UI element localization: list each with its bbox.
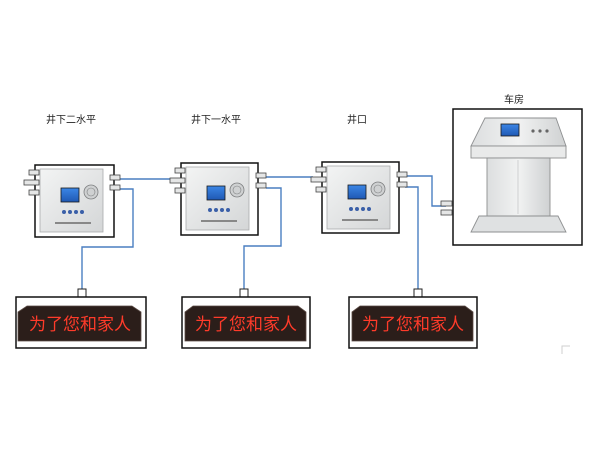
console-body bbox=[486, 157, 551, 217]
led-panel bbox=[351, 305, 474, 342]
display-screen bbox=[347, 184, 367, 200]
keypad bbox=[349, 207, 371, 211]
led-panel bbox=[17, 305, 142, 342]
connector bbox=[255, 182, 267, 189]
connector bbox=[28, 169, 40, 176]
connector bbox=[255, 172, 267, 179]
connector bbox=[440, 209, 453, 216]
label-level2: 井下二水平 bbox=[46, 115, 96, 126]
display-screen bbox=[60, 187, 80, 203]
connector bbox=[396, 181, 408, 188]
console-base bbox=[470, 215, 567, 233]
hoist-room-console bbox=[440, 108, 583, 246]
connector bbox=[310, 176, 327, 183]
label-level1: 井下一水平 bbox=[191, 115, 241, 126]
wire-c2-led2 bbox=[243, 187, 282, 289]
connector bbox=[174, 187, 186, 194]
wires bbox=[81, 175, 446, 289]
led-board-3: 为了您和家人 bbox=[348, 288, 478, 349]
connector bbox=[23, 179, 40, 186]
connector bbox=[315, 186, 327, 193]
connector bbox=[315, 166, 327, 173]
connector bbox=[109, 184, 121, 191]
label-shaft: 井口 bbox=[347, 115, 367, 126]
controller-level2 bbox=[23, 164, 121, 238]
speaker-icon bbox=[83, 184, 99, 200]
connector bbox=[396, 171, 408, 178]
speaker-icon bbox=[229, 182, 245, 198]
led-message: 为了您和家人 bbox=[195, 315, 297, 335]
label-hoist-room: 车房 bbox=[504, 95, 524, 106]
display-screen bbox=[206, 185, 226, 201]
speaker-icon bbox=[370, 181, 386, 197]
wire-c3-led3 bbox=[405, 186, 419, 289]
led-board-2: 为了您和家人 bbox=[181, 288, 311, 349]
wire-c1-led1 bbox=[81, 188, 134, 289]
controller-level1 bbox=[169, 162, 267, 236]
led-message: 为了您和家人 bbox=[362, 315, 464, 335]
led-panel bbox=[184, 305, 307, 342]
connector bbox=[28, 189, 40, 196]
connector bbox=[169, 177, 186, 184]
wire-c3-hoist bbox=[405, 175, 446, 207]
connector bbox=[440, 200, 453, 207]
connector bbox=[109, 174, 121, 181]
keypad bbox=[208, 208, 230, 212]
controller-shaft bbox=[310, 161, 408, 234]
console-screen bbox=[500, 123, 520, 137]
led-message: 为了您和家人 bbox=[29, 315, 131, 335]
keypad bbox=[62, 210, 84, 214]
corner-mark bbox=[561, 345, 570, 354]
led-board-1: 为了您和家人 bbox=[15, 288, 147, 349]
connector bbox=[174, 167, 186, 174]
